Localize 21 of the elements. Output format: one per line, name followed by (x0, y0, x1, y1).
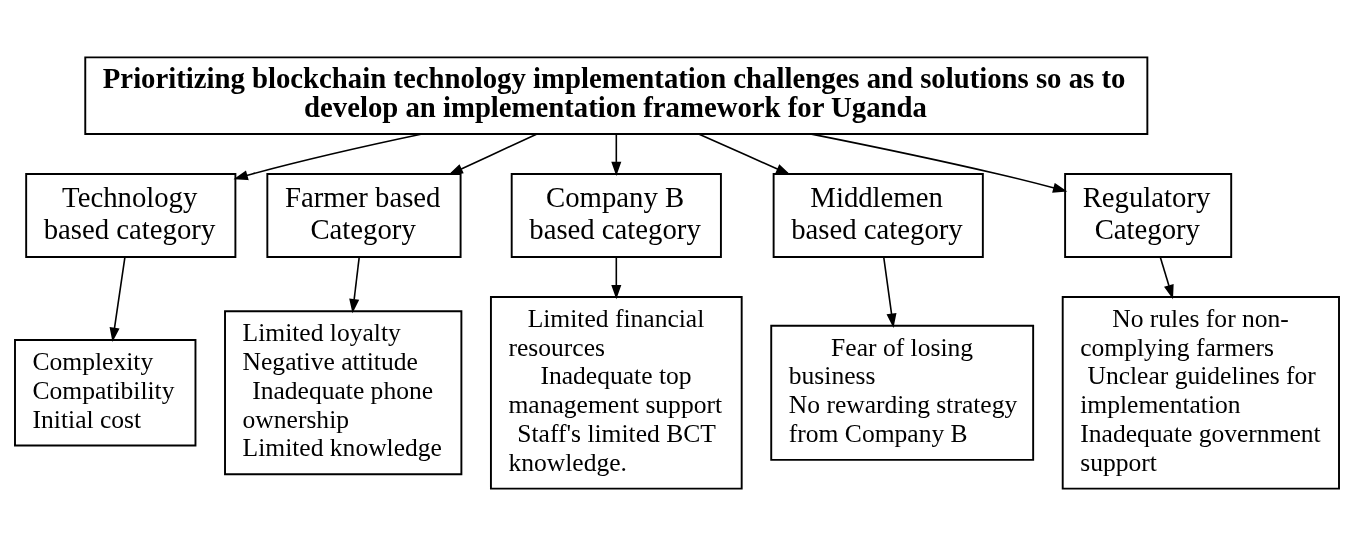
arrow (109, 256, 126, 342)
node-box: No rules for non-complying farmers Unclear guidelines for implementation Inadequate government support (1061, 296, 1340, 490)
arrow (611, 133, 622, 177)
node-box: Limited loyalty Negative attitude Inadequate phone ownership Limited knowledge (224, 310, 463, 476)
node-box: Limited financial resources Inadequate top management support Staff's limited BCT knowledge. (490, 296, 743, 490)
node-box: Prioritizing blockchain technology implementation challenges and solutions so as to develop an implementation framework for Uganda (84, 56, 1149, 135)
node-box: Fear of losing business No rewarding strategy from Company B (770, 324, 1035, 461)
node-box: Farmer based Category (266, 173, 462, 258)
node-box: Complexity Compatibility Initial cost (14, 339, 197, 447)
arrow (810, 133, 1068, 193)
node-box: Company B based category (510, 173, 722, 258)
arrow (698, 133, 791, 175)
node-box: Regulatory Category (1064, 173, 1233, 258)
arrow (882, 256, 897, 328)
arrow (1159, 256, 1174, 300)
node-box: Technology based category (25, 173, 237, 258)
node-box: Middlemen based category (772, 173, 984, 258)
arrow (448, 133, 538, 175)
arrow (233, 133, 423, 181)
arrow (349, 256, 360, 314)
arrow (611, 256, 622, 300)
